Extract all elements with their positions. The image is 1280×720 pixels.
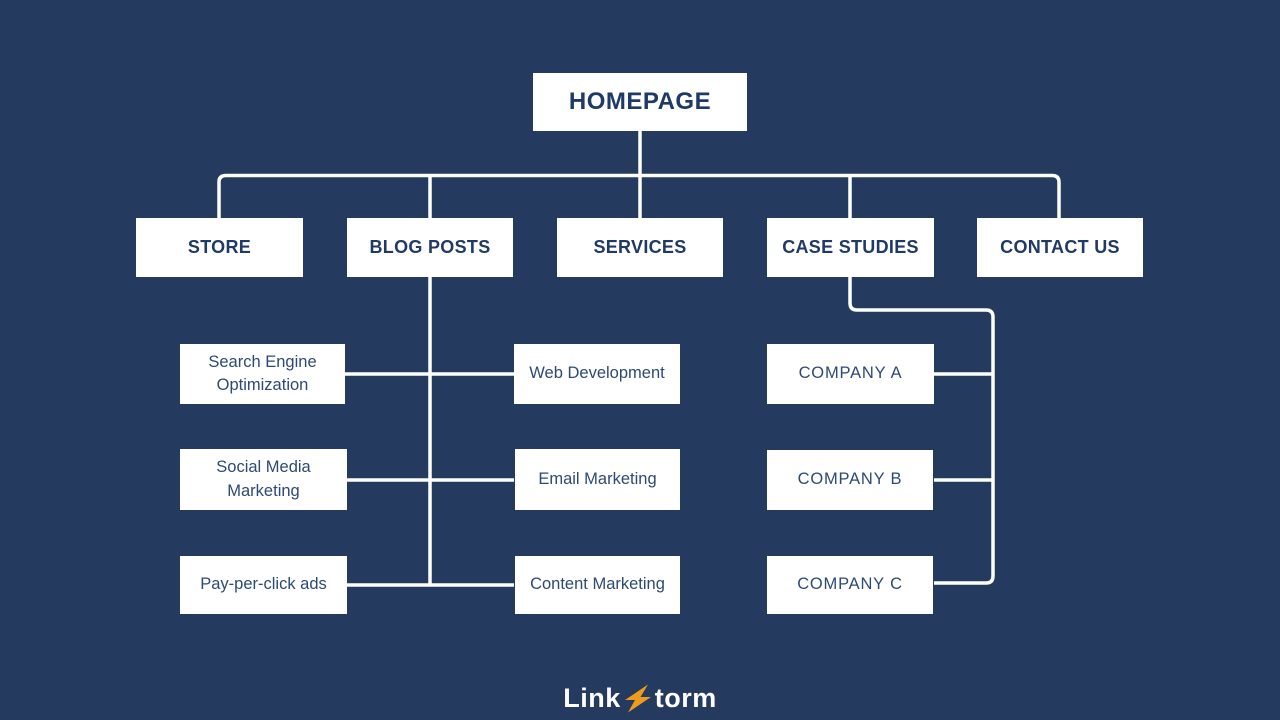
logo-text-link: Link <box>563 682 621 713</box>
logo: Link torm <box>0 680 1280 716</box>
node-store: STORE <box>136 218 303 277</box>
node-pay-per-click-ads: Pay-per-click ads <box>180 556 347 614</box>
node-search-engine-optimization: Search Engine Optimization <box>180 344 345 404</box>
node-company-a: COMPANY A <box>767 344 934 404</box>
connector-case-branch <box>848 277 995 585</box>
logo-text-torm: torm <box>654 682 717 713</box>
node-blog-posts: BLOG POSTS <box>347 218 513 277</box>
node-social-media-marketing: Social Media Marketing <box>180 449 347 510</box>
node-content-marketing: Content Marketing <box>515 556 680 614</box>
lightning-bolt-shape <box>624 684 651 712</box>
node-email-marketing: Email Marketing <box>515 449 680 510</box>
node-homepage: HOMEPAGE <box>533 73 747 131</box>
node-company-c: COMPANY C <box>767 556 933 614</box>
node-case-studies: CASE STUDIES <box>767 218 934 277</box>
node-contact-us: CONTACT US <box>977 218 1143 277</box>
node-services: SERVICES <box>557 218 723 277</box>
node-web-development: Web Development <box>514 344 680 404</box>
node-company-b: COMPANY B <box>767 450 933 510</box>
lightning-bolt-icon <box>624 684 651 712</box>
